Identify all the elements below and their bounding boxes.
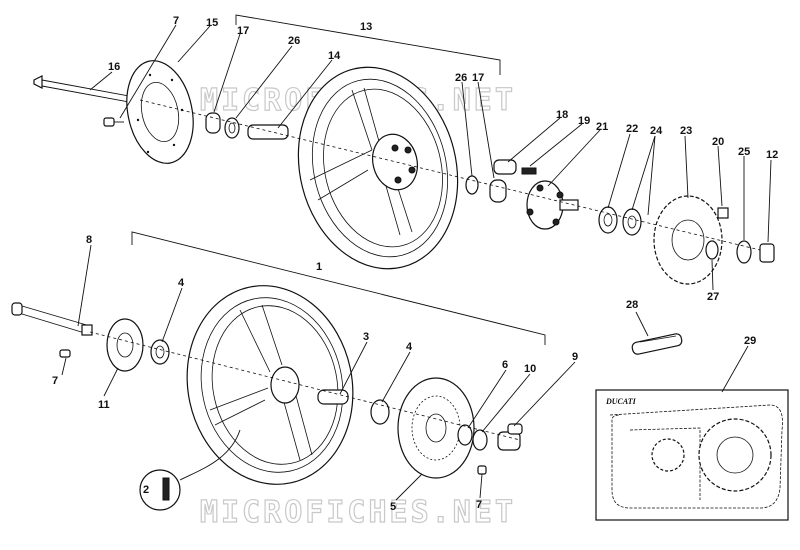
front-spacer-3 [317, 389, 349, 405]
axle-washer-25 [736, 240, 752, 264]
rear-axle [33, 75, 141, 105]
callout-12: 12 [766, 149, 778, 161]
callout-29: 29 [744, 335, 756, 347]
callout-2: 2 [143, 484, 149, 496]
callout-26a: 26 [288, 35, 300, 47]
rear-seal-right [465, 175, 479, 195]
group-bracket-13 [235, 14, 501, 75]
group-bracket-1 [131, 231, 546, 345]
callout-25: 25 [738, 146, 750, 158]
callout-7c: 7 [476, 499, 482, 511]
callout-11: 11 [98, 399, 110, 411]
front-seal-6 [457, 424, 473, 446]
rear-seal-26 [224, 117, 240, 139]
callout-17a: 17 [237, 25, 249, 37]
callout-22: 22 [626, 123, 638, 135]
callout-26b: 26 [455, 72, 467, 84]
rear-pin-19 [521, 167, 537, 175]
callout-20: 20 [712, 136, 724, 148]
brand-logo: DUCATI [605, 397, 637, 406]
front-axle [11, 302, 93, 336]
chain-link [631, 333, 683, 355]
callout-5: 5 [390, 501, 396, 513]
callout-13: 13 [360, 21, 372, 33]
rear-brake-disc [126, 60, 194, 164]
front-screw-lower [477, 465, 487, 475]
axle-nut-12 [759, 243, 775, 263]
callout-numbers: 7 15 17 26 13 14 16 26 17 18 19 21 22 24… [52, 15, 778, 513]
callout-17b: 17 [472, 72, 484, 84]
callout-9: 9 [572, 351, 578, 363]
front-wheel-rim [186, 285, 354, 485]
callout-4b: 4 [406, 341, 413, 353]
callout-19: 19 [578, 115, 590, 127]
callout-8: 8 [86, 234, 92, 246]
watermark-bottom: MICROFICHES.NET [200, 495, 516, 530]
rear-bearing-24 [622, 208, 642, 236]
rear-sleeve-14 [247, 124, 289, 140]
front-bearing-right [370, 399, 390, 425]
callout-6: 6 [502, 359, 508, 371]
callout-10: 10 [524, 363, 536, 375]
callout-16: 16 [108, 61, 120, 73]
callout-23: 23 [680, 125, 692, 137]
front-flange [106, 318, 144, 372]
callout-14: 14 [328, 50, 341, 62]
sprocket-carrier [526, 180, 579, 230]
callout-3: 3 [363, 331, 369, 343]
rear-wheel-rim [297, 66, 459, 270]
callout-27: 27 [707, 291, 719, 303]
rear-disc-screw [103, 117, 124, 127]
rear-spacer-right [489, 179, 507, 203]
callout-1: 1 [316, 261, 322, 273]
front-brake-disc [397, 377, 475, 479]
callout-15: 15 [206, 17, 218, 29]
leader-lines [61, 24, 772, 501]
sprocket-washer-27 [705, 240, 719, 260]
callout-24: 24 [650, 125, 663, 137]
callout-21: 21 [596, 121, 608, 133]
sprocket-nut-20 [717, 207, 729, 219]
callout-7b: 7 [52, 375, 58, 387]
rear-spacer-17 [205, 112, 221, 134]
rear-sprocket [653, 195, 723, 285]
valve-stem-line [179, 429, 241, 481]
front-screw-left [59, 349, 71, 358]
callout-18: 18 [556, 109, 568, 121]
speedo-drive [497, 423, 523, 451]
callout-7a: 7 [173, 15, 179, 27]
callout-28: 28 [626, 299, 638, 311]
rear-bearing-22 [598, 206, 618, 234]
callout-4a: 4 [178, 277, 185, 289]
rear-bushing-18 [493, 159, 517, 175]
front-bearing-left [150, 339, 170, 365]
front-spacer-10 [472, 429, 488, 451]
valve-detail [139, 469, 181, 511]
chain-kit-box: DUCATI [595, 389, 789, 521]
